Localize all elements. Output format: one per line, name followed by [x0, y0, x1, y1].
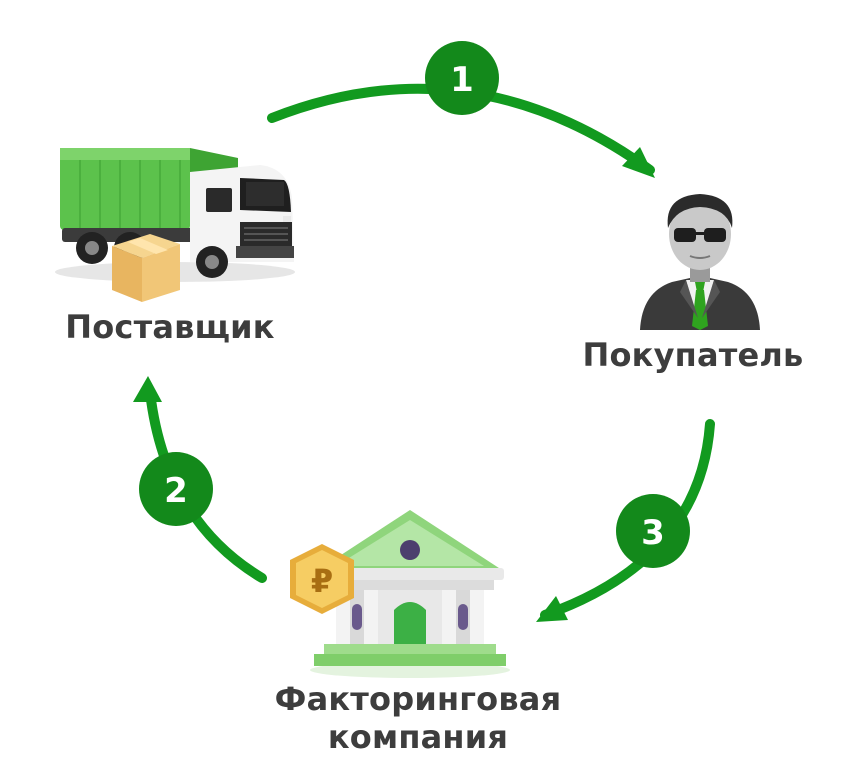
supplier-label: Поставщик [65, 308, 275, 346]
step-badge-2: 2 [139, 452, 213, 526]
ruble-symbol: ₽ [311, 562, 333, 600]
factoring-company-label-line1: Факторинговая [274, 680, 562, 718]
businessman-icon [640, 194, 760, 330]
factoring-company-label-line2: компания [327, 718, 509, 756]
truck-icon [55, 148, 295, 302]
step-badge-1: 1 [425, 41, 499, 115]
bank-icon [310, 510, 510, 678]
step-number-3: 3 [641, 513, 665, 553]
parcel-box-icon [112, 234, 180, 302]
step-badge-3: 3 [616, 494, 690, 568]
step-number-1: 1 [450, 60, 474, 100]
factoring-company-label: Факторинговая компания [218, 680, 618, 756]
step-number-2: 2 [164, 471, 188, 511]
buyer-label: Покупатель [582, 336, 804, 374]
ruble-coin-icon: ₽ [290, 544, 354, 614]
